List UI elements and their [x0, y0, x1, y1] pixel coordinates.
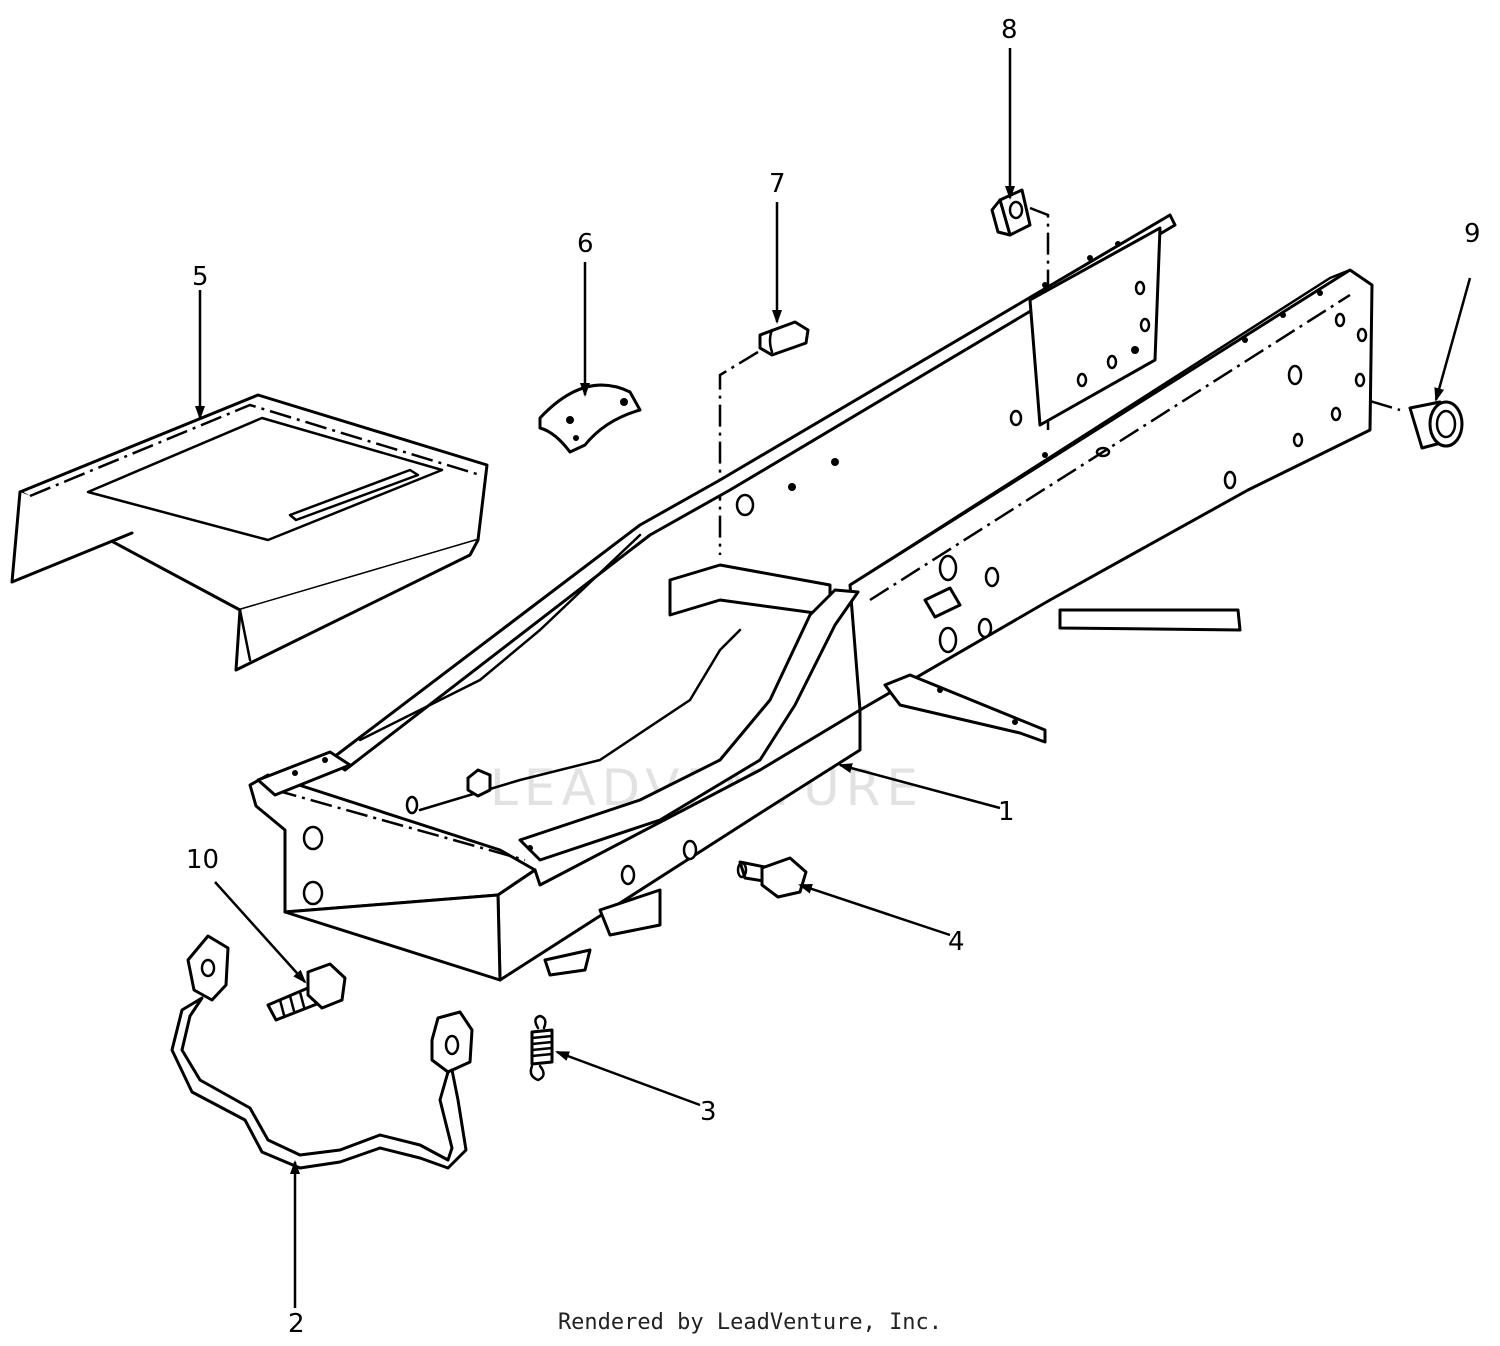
callout-10: 10	[186, 845, 219, 875]
footer-credit: Rendered by LeadVenture, Inc.	[557, 1310, 943, 1335]
part-6-bracket[interactable]	[538, 383, 642, 454]
callout-5: 5	[192, 262, 209, 292]
callout-3: 3	[700, 1097, 717, 1127]
callout-6: 6	[577, 229, 594, 259]
callout-4: 4	[948, 927, 965, 957]
part-9-bushing[interactable]	[1299, 378, 1464, 450]
callout-8: 8	[1001, 15, 1018, 45]
part-3-spring[interactable]	[529, 1014, 554, 1082]
callout-7: 7	[769, 169, 786, 199]
part-2-rod[interactable]	[170, 934, 474, 1170]
part-4-bolt[interactable]	[736, 856, 808, 899]
part-10-hex-bolt[interactable]	[266, 962, 347, 1022]
part-7-clip[interactable]	[718, 320, 810, 555]
callout-9: 9	[1464, 219, 1481, 249]
callout-2: 2	[288, 1309, 305, 1339]
leader-lines	[195, 48, 1472, 1308]
part-1-main-frame[interactable]	[248, 213, 1374, 982]
part-5-seat-cover[interactable]	[10, 393, 489, 672]
part-8-clip[interactable]	[990, 188, 1050, 430]
callout-1: 1	[998, 797, 1015, 827]
